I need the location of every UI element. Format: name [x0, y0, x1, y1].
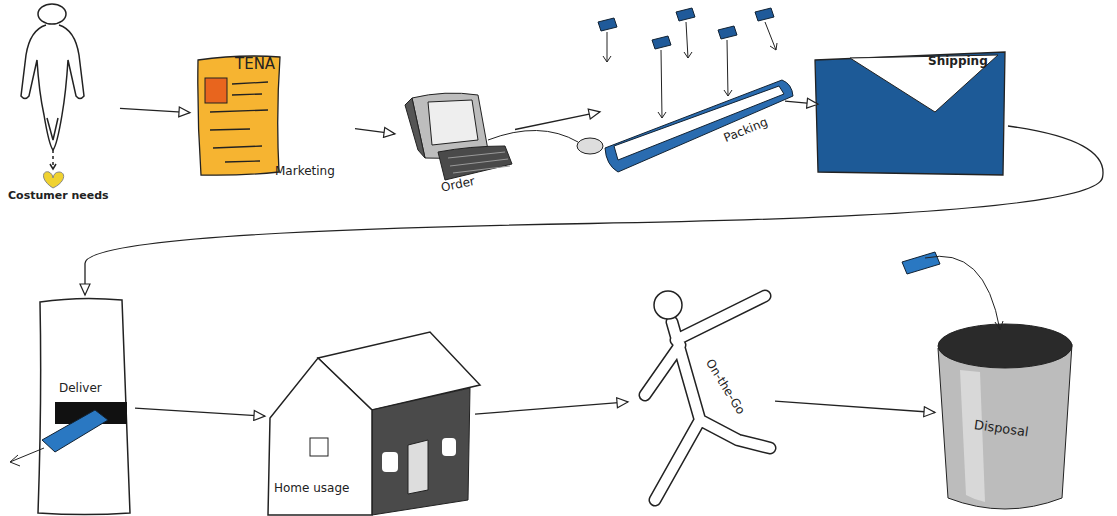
throw-arrow	[925, 256, 1003, 330]
deliver-step: Deliver	[35, 295, 135, 515]
home-usage-step: Home usage	[265, 330, 475, 515]
screen	[428, 100, 478, 145]
flow-arrow	[120, 108, 190, 112]
head	[38, 4, 66, 24]
customer-step: Costumer needs	[5, 0, 120, 210]
flow-arrow	[355, 129, 395, 134]
flow-arrow	[85, 126, 1103, 295]
flow-arrow	[775, 401, 935, 412]
out-arrow	[10, 448, 44, 466]
envelope-flap	[850, 55, 998, 112]
bin-highlight	[960, 370, 985, 502]
disposal-step: Disposal	[935, 320, 1075, 515]
tray-inside	[614, 86, 784, 160]
package	[42, 410, 108, 452]
step-label: TENA	[235, 56, 275, 73]
step-label: Deliver	[59, 382, 102, 396]
step-label: Disposal	[973, 418, 1029, 440]
house-side	[372, 388, 470, 515]
flow-arrow	[515, 112, 600, 130]
pad	[718, 26, 737, 39]
step-label: Marketing	[275, 165, 335, 179]
window	[442, 438, 456, 456]
flow-arrow	[135, 408, 265, 416]
order-step: Order	[395, 88, 515, 196]
body-outline	[21, 25, 84, 150]
flow-arrow	[785, 101, 818, 104]
door	[408, 440, 428, 494]
used-pad	[902, 252, 940, 274]
drop-arrows	[603, 22, 777, 118]
house-front	[268, 358, 372, 515]
window	[310, 438, 328, 456]
step-label: Home usage	[274, 482, 349, 496]
marketing-step: TENA Marketing	[190, 50, 355, 185]
runner-outline	[645, 296, 770, 500]
keys	[448, 152, 510, 173]
step-label: Shipping	[928, 55, 988, 69]
customer-figure	[21, 4, 84, 169]
mouse-cable	[488, 130, 578, 142]
keyboard	[438, 146, 512, 180]
pad	[652, 36, 671, 49]
dashed-line	[52, 150, 54, 168]
monitor-side	[405, 98, 425, 158]
bin-opening	[938, 324, 1072, 368]
step-label: On-the-Go	[702, 357, 747, 417]
packing-step: Packing	[600, 5, 785, 180]
step-label: Order	[440, 175, 476, 196]
leaflet-image	[205, 78, 227, 103]
bin	[938, 344, 1072, 509]
arrow-head	[50, 164, 56, 169]
leg-line	[47, 118, 58, 140]
runner-head	[654, 291, 682, 319]
step-label: Packing	[722, 116, 770, 146]
mouse	[577, 138, 603, 154]
window	[382, 452, 398, 472]
runner-fill	[645, 296, 770, 500]
leaflet	[198, 56, 280, 175]
leaflet-lines	[210, 82, 268, 162]
runner	[645, 296, 770, 500]
pad	[755, 8, 774, 21]
flow-arrow	[475, 402, 628, 414]
on-the-go-step: On-the-Go	[628, 285, 775, 507]
shipping-step: Shipping	[818, 48, 1008, 178]
envelope	[815, 52, 1005, 175]
step-label: Costumer needs	[8, 190, 109, 203]
pad	[676, 8, 695, 21]
heart	[43, 172, 63, 188]
tray	[605, 80, 793, 172]
mailbox	[38, 298, 130, 514]
pad	[598, 18, 617, 31]
